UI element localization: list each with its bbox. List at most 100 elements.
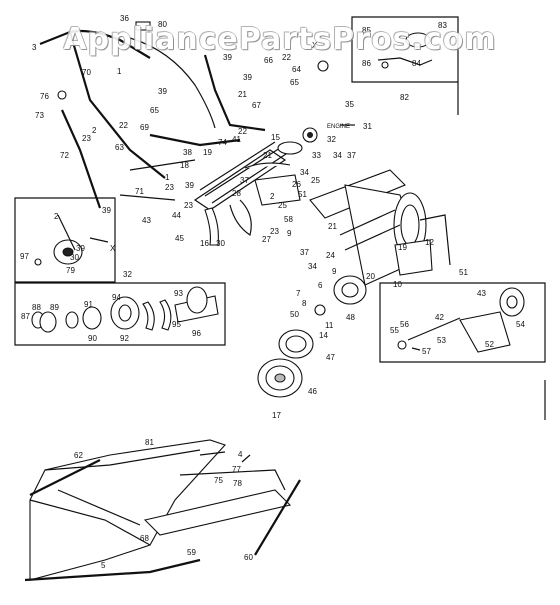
callout-21b: 21 bbox=[263, 151, 272, 160]
callout-23c: 23 bbox=[184, 201, 193, 210]
callout-60: 60 bbox=[244, 553, 253, 562]
inset-wheel-detail bbox=[14, 197, 116, 283]
callout-34c: 34 bbox=[308, 262, 317, 271]
callout-33: 33 bbox=[312, 151, 321, 160]
callout-34a: 34 bbox=[333, 151, 342, 160]
gear-91 bbox=[82, 306, 102, 330]
callout-9a: 9 bbox=[287, 229, 292, 238]
handle-bracket-36 bbox=[135, 21, 151, 31]
callout-14: 14 bbox=[319, 331, 328, 340]
callout-39b: 39 bbox=[223, 53, 232, 62]
inset-drive-parts bbox=[14, 282, 226, 346]
callout-2a: 2 bbox=[92, 126, 97, 135]
callout-x-inset: X bbox=[110, 244, 116, 253]
callout-68: 68 bbox=[140, 534, 149, 543]
callout-90: 90 bbox=[88, 334, 97, 343]
callout-65b: 65 bbox=[150, 106, 159, 115]
handle-knob-76 bbox=[57, 90, 67, 100]
engine-label: ENGINE bbox=[327, 124, 350, 130]
inset-bracket bbox=[379, 282, 546, 363]
lower-rod bbox=[119, 194, 176, 201]
callout-39e: 39 bbox=[102, 206, 111, 215]
callout-69: 69 bbox=[140, 123, 149, 132]
nut-97 bbox=[34, 258, 42, 266]
callout-65: 65 bbox=[290, 78, 299, 87]
callout-x-top: X bbox=[312, 41, 318, 50]
lower-handle-tube bbox=[60, 109, 102, 209]
edge-strip-62 bbox=[29, 459, 101, 496]
callout-9b: 9 bbox=[332, 267, 337, 276]
callout-39f: 39 bbox=[76, 244, 85, 253]
rod-12 bbox=[419, 214, 451, 266]
callout-39c: 39 bbox=[243, 73, 252, 82]
callout-64: 64 bbox=[292, 65, 301, 74]
callout-37b: 37 bbox=[240, 176, 249, 185]
callout-5: 5 bbox=[101, 561, 106, 570]
shaft-25 bbox=[244, 162, 291, 169]
callout-82: 82 bbox=[400, 93, 409, 102]
callout-74: 74 bbox=[218, 138, 227, 147]
auger-spiral bbox=[193, 149, 287, 211]
callout-41: 41 bbox=[232, 135, 241, 144]
handle-clip-2 bbox=[317, 60, 329, 72]
callout-26: 26 bbox=[292, 180, 301, 189]
callout-30a: 30 bbox=[216, 239, 225, 248]
callout-51a: 51 bbox=[298, 190, 307, 199]
callout-2b: 2 bbox=[270, 192, 275, 201]
drag-shield-assembly bbox=[24, 439, 301, 582]
site-watermark: AppliancePartsPros.com bbox=[63, 22, 497, 57]
callout-81: 81 bbox=[145, 438, 154, 447]
callout-45: 45 bbox=[175, 234, 184, 243]
callout-24: 24 bbox=[326, 251, 335, 260]
callout-94: 94 bbox=[112, 293, 121, 302]
callout-87: 87 bbox=[21, 312, 30, 321]
callout-66: 66 bbox=[264, 56, 273, 65]
callout-63: 63 bbox=[115, 143, 124, 152]
callout-55: 55 bbox=[390, 326, 399, 335]
callout-25a: 25 bbox=[311, 176, 320, 185]
callout-48: 48 bbox=[346, 313, 355, 322]
callout-39a: 39 bbox=[158, 87, 167, 96]
callout-52: 52 bbox=[485, 340, 494, 349]
callout-53: 53 bbox=[437, 336, 446, 345]
callout-88: 88 bbox=[32, 303, 41, 312]
inset-box-right bbox=[379, 282, 546, 363]
spacer-89 bbox=[65, 311, 79, 329]
callout-22b: 22 bbox=[119, 121, 128, 130]
axle-2 bbox=[57, 214, 76, 251]
callout-21c: 21 bbox=[328, 222, 337, 231]
callout-92: 92 bbox=[120, 334, 129, 343]
skid-bar-60 bbox=[254, 479, 301, 556]
callout-93: 93 bbox=[174, 289, 183, 298]
spring-83 bbox=[405, 32, 431, 48]
callout-78: 78 bbox=[233, 479, 242, 488]
bottom-strip-3 bbox=[24, 558, 201, 582]
callout-18: 18 bbox=[180, 161, 189, 170]
drag-shield-81 bbox=[29, 439, 226, 581]
callout-43b: 43 bbox=[477, 289, 486, 298]
callout-57: 57 bbox=[422, 347, 431, 356]
bracket-19 bbox=[394, 239, 433, 276]
housing-assembly bbox=[309, 169, 451, 286]
inset-box-left bbox=[14, 197, 116, 283]
inset-box-drive bbox=[14, 282, 226, 346]
clutch-shoe-95 bbox=[142, 301, 155, 331]
callout-15: 15 bbox=[271, 133, 280, 142]
leader-lines bbox=[89, 124, 421, 463]
callout-23a: 23 bbox=[82, 134, 91, 143]
callout-27: 27 bbox=[262, 235, 271, 244]
callout-3: 3 bbox=[32, 43, 37, 52]
callout-72: 72 bbox=[60, 151, 69, 160]
callout-37a: 37 bbox=[347, 151, 356, 160]
brace-rod bbox=[129, 159, 196, 171]
callout-84: 84 bbox=[412, 59, 421, 68]
callout-46: 46 bbox=[308, 387, 317, 396]
callout-23d: 23 bbox=[270, 227, 279, 236]
callout-34b: 34 bbox=[300, 168, 309, 177]
callout-6: 6 bbox=[318, 281, 323, 290]
callout-85: 85 bbox=[362, 26, 371, 35]
nut-57 bbox=[397, 340, 407, 350]
callout-62: 62 bbox=[74, 451, 83, 460]
callout-70: 70 bbox=[82, 68, 91, 77]
